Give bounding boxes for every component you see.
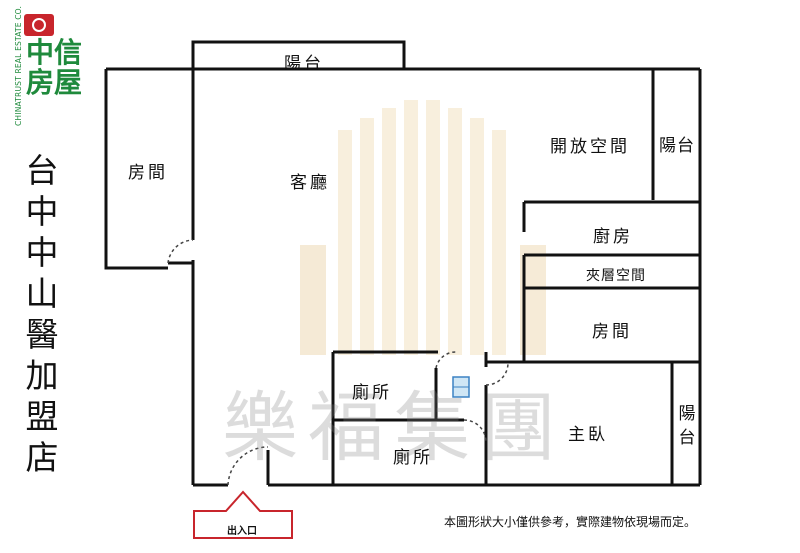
chinatrust-logo-icon xyxy=(24,14,54,36)
disclaimer-text: 本圖形狀大小僅供參考，實際建物依現場而定。 xyxy=(444,515,697,529)
entrance-arrow-icon xyxy=(193,490,293,539)
room-mezzanine: 夾層空間 xyxy=(586,268,646,284)
door-arc-icon xyxy=(167,239,509,486)
store-title: 台中中山醫加盟店 xyxy=(25,151,59,477)
room-balcony-top: 陽台 xyxy=(284,54,324,74)
walls xyxy=(104,40,702,487)
room-balcony-bottom: 陽台 xyxy=(678,404,696,448)
room-bedroom-left: 房間 xyxy=(128,163,168,183)
room-bathroom-1: 廁所 xyxy=(352,383,392,403)
brand-name-cn: 中信房屋 xyxy=(26,36,83,99)
room-bathroom-2: 廁所 xyxy=(393,448,433,468)
room-open-space: 開放空間 xyxy=(550,137,630,157)
brand-name-en: CHINATRUST REAL ESTATE CO. xyxy=(14,5,23,126)
background-watermark-logo xyxy=(300,100,546,355)
room-master-bedroom: 主臥 xyxy=(568,425,608,445)
room-balcony-right: 陽台 xyxy=(659,136,695,156)
window-icon xyxy=(452,376,470,398)
room-living-room: 客廳 xyxy=(290,173,330,193)
room-kitchen: 廚房 xyxy=(593,227,633,247)
watermark-text: 樂福集團 xyxy=(222,383,566,472)
entrance-label: 出入口 xyxy=(227,526,257,537)
room-bedroom-right: 房間 xyxy=(592,322,632,342)
